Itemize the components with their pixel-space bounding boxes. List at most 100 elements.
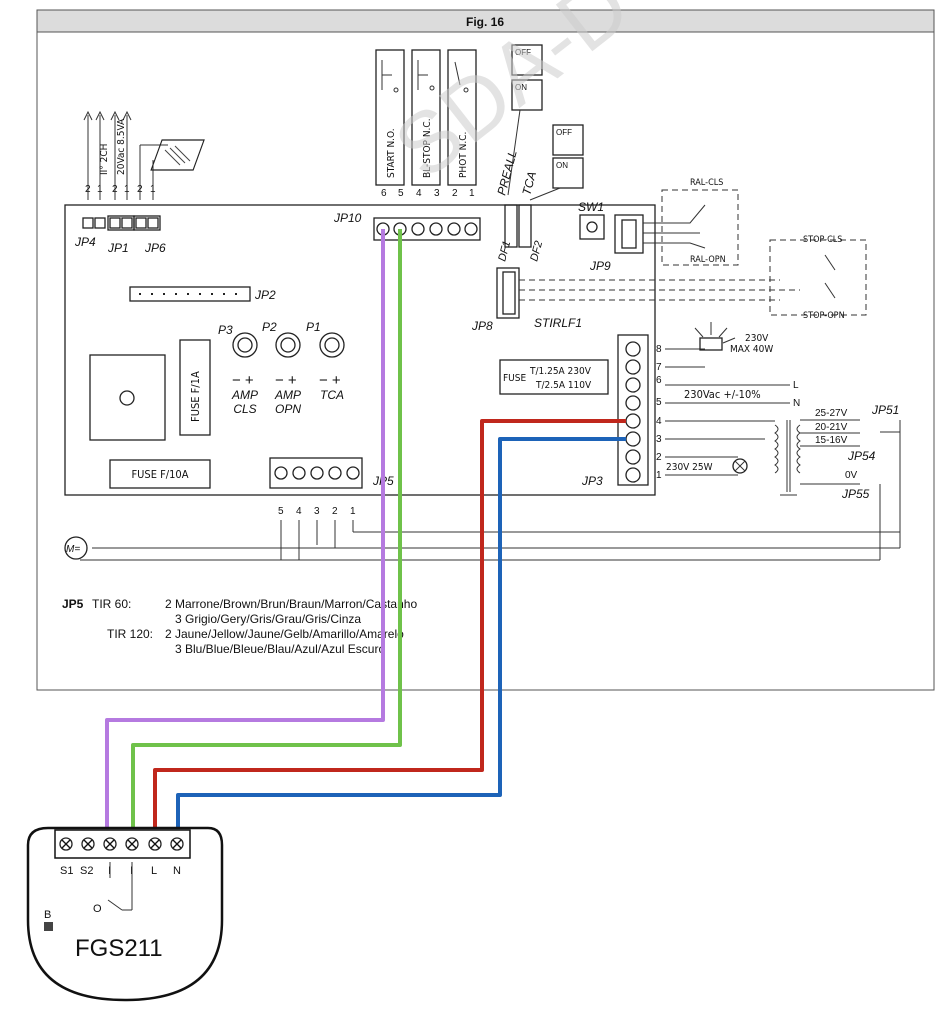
svg-text:3: 3 xyxy=(656,434,662,445)
motor-label: M= xyxy=(66,544,80,555)
svg-text:JP2: JP2 xyxy=(254,288,276,302)
svg-text:S2: S2 xyxy=(80,865,93,877)
svg-text:JP8: JP8 xyxy=(471,319,493,333)
svg-text:START N.O.: START N.O. xyxy=(386,128,397,178)
jp10-contacts: START N.O. BL-STOP N.C. PHOT N.C. 6 5 4 … xyxy=(333,49,481,241)
svg-text:OPN: OPN xyxy=(275,402,301,416)
svg-text:− +: − + xyxy=(232,372,254,389)
svg-text:6: 6 xyxy=(381,188,387,199)
svg-text:P1: P1 xyxy=(306,320,321,334)
module-model: FGS211 xyxy=(75,935,163,962)
svg-text:DF2: DF2 xyxy=(528,240,545,263)
svg-text:2: 2 xyxy=(332,506,338,517)
module-button-label: B xyxy=(44,909,51,921)
svg-text:ON: ON xyxy=(515,83,527,92)
svg-text:CLS: CLS xyxy=(233,402,256,416)
transformer: 25-27V 20-21V 15-16V 0V JP51 JP54 JP55 xyxy=(774,403,901,560)
svg-text:4: 4 xyxy=(296,506,302,517)
connection-wires xyxy=(105,229,626,830)
svg-text:TIR 120:: TIR 120: xyxy=(107,627,153,641)
board-transformer xyxy=(89,354,166,441)
svg-text:2: 2 xyxy=(112,184,118,195)
fgs211-module: S1 S2 I I L N O B FGS211 xyxy=(26,826,224,1002)
svg-text:JP9: JP9 xyxy=(589,259,611,273)
jp2-connector: JP2 xyxy=(129,286,276,302)
svg-text:5: 5 xyxy=(656,397,662,408)
svg-text:STOP-CLS: STOP-CLS xyxy=(803,235,842,245)
svg-text:JP51: JP51 xyxy=(871,403,899,417)
green-wire xyxy=(131,229,402,830)
svg-text:8: 8 xyxy=(656,344,662,355)
svg-text:P2: P2 xyxy=(262,320,277,334)
jp10-label: JP10 xyxy=(333,211,362,225)
svg-text:DF1: DF1 xyxy=(496,240,513,263)
svg-text:4: 4 xyxy=(416,188,422,199)
svg-text:4: 4 xyxy=(656,416,662,427)
svg-text:N: N xyxy=(173,865,181,877)
svg-text:MAX 40W: MAX 40W xyxy=(730,344,773,355)
svg-text:JP55: JP55 xyxy=(841,487,870,501)
svg-text:1: 1 xyxy=(469,188,475,199)
svg-text:3 Grigio/Gery/Gris/Grau/Gris/C: 3 Grigio/Gery/Gris/Grau/Gris/Cinza xyxy=(175,612,361,626)
svg-text:OFF: OFF xyxy=(556,128,572,137)
svg-text:20Vac 8.5VA: 20Vac 8.5VA xyxy=(116,118,127,175)
svg-text:3: 3 xyxy=(314,506,320,517)
svg-text:1: 1 xyxy=(150,184,156,195)
figure-title-bar xyxy=(36,9,935,33)
svg-text:FUSE: FUSE xyxy=(503,373,526,384)
svg-text:3 Blu/Blue/Bleue/Blau/Azul/Azu: 3 Blu/Blue/Bleue/Blau/Azul/Azul Escuro xyxy=(175,642,385,656)
svg-text:RAL-CLS: RAL-CLS xyxy=(690,178,723,188)
svg-text:TCA: TCA xyxy=(519,170,539,197)
svg-text:1: 1 xyxy=(97,184,103,195)
svg-text:FUSE F/1A: FUSE F/1A xyxy=(189,371,202,422)
jp5-notes: JP5 TIR 60: 2 Marrone/Brown/Brun/Braun/M… xyxy=(62,597,417,656)
svg-text:1: 1 xyxy=(350,506,356,517)
svg-text:230V 25W: 230V 25W xyxy=(666,462,713,473)
svg-text:JP5: JP5 xyxy=(62,597,84,611)
svg-text:2 Marrone/Brown/Brun/Braun/Mar: 2 Marrone/Brown/Brun/Braun/Marron/Castan… xyxy=(165,597,417,611)
svg-text:S1: S1 xyxy=(60,865,73,877)
blue-wire xyxy=(176,437,626,830)
control-board xyxy=(64,204,656,496)
red-wire xyxy=(153,419,626,830)
fuse-f10a xyxy=(109,459,211,489)
svg-text:25-27V: 25-27V xyxy=(815,408,848,419)
svg-text:2: 2 xyxy=(137,184,143,195)
svg-text:TCA: TCA xyxy=(320,388,344,402)
svg-text:OFF: OFF xyxy=(515,48,531,57)
jp5-terminal: JP5 5 4 3 2 1 M= xyxy=(64,457,900,561)
sw1-button xyxy=(579,214,605,240)
svg-text:P3: P3 xyxy=(218,323,233,337)
svg-text:STIRLF1: STIRLF1 xyxy=(534,316,582,330)
figure-title: Fig. 16 xyxy=(466,15,504,29)
jp3-terminal: JP3 8 7 6 5 4 3 2 1 230V MAX 40W 230Vac … xyxy=(581,322,800,488)
svg-text:2: 2 xyxy=(452,188,458,199)
svg-text:2 Jaune/Jellow/Jaune/Gelb/Amar: 2 Jaune/Jellow/Jaune/Gelb/Amarillo/Amare… xyxy=(165,627,404,641)
jp1-label: JP1 xyxy=(107,241,129,255)
svg-text:BL-STOP N.C.: BL-STOP N.C. xyxy=(422,118,433,178)
svg-text:15-16V: 15-16V xyxy=(815,435,848,446)
svg-text:L: L xyxy=(151,865,157,877)
svg-text:FUSE F/10A: FUSE F/10A xyxy=(131,468,188,481)
svg-text:5: 5 xyxy=(398,188,404,199)
fgs211-terminals xyxy=(59,837,184,851)
svg-text:JP3: JP3 xyxy=(581,474,603,488)
svg-text:STOP-OPN: STOP-OPN xyxy=(803,311,845,321)
svg-text:6: 6 xyxy=(656,375,662,386)
module-switch-mark: O xyxy=(93,903,102,915)
svg-text:1: 1 xyxy=(124,184,130,195)
svg-text:20-21V: 20-21V xyxy=(815,422,848,433)
svg-text:3: 3 xyxy=(434,188,440,199)
svg-text:0V: 0V xyxy=(845,470,858,481)
svg-text:T/2.5A 110V: T/2.5A 110V xyxy=(535,380,592,391)
purple-wire xyxy=(105,229,385,830)
svg-text:230V: 230V xyxy=(745,333,769,344)
svg-text:II° 2CH: II° 2CH xyxy=(99,144,110,175)
jp4-jp1-jp6-block: II° 2CH 20Vac 8.5VA 2 1 2 1 2 1 JP4 JP1 … xyxy=(74,110,205,255)
sw1-label: SW1 xyxy=(578,200,604,214)
svg-text:TIR 60:: TIR 60: xyxy=(92,597,131,611)
svg-text:7: 7 xyxy=(656,362,662,373)
jp6-label: JP6 xyxy=(144,241,166,255)
svg-text:− +: − + xyxy=(319,372,341,389)
